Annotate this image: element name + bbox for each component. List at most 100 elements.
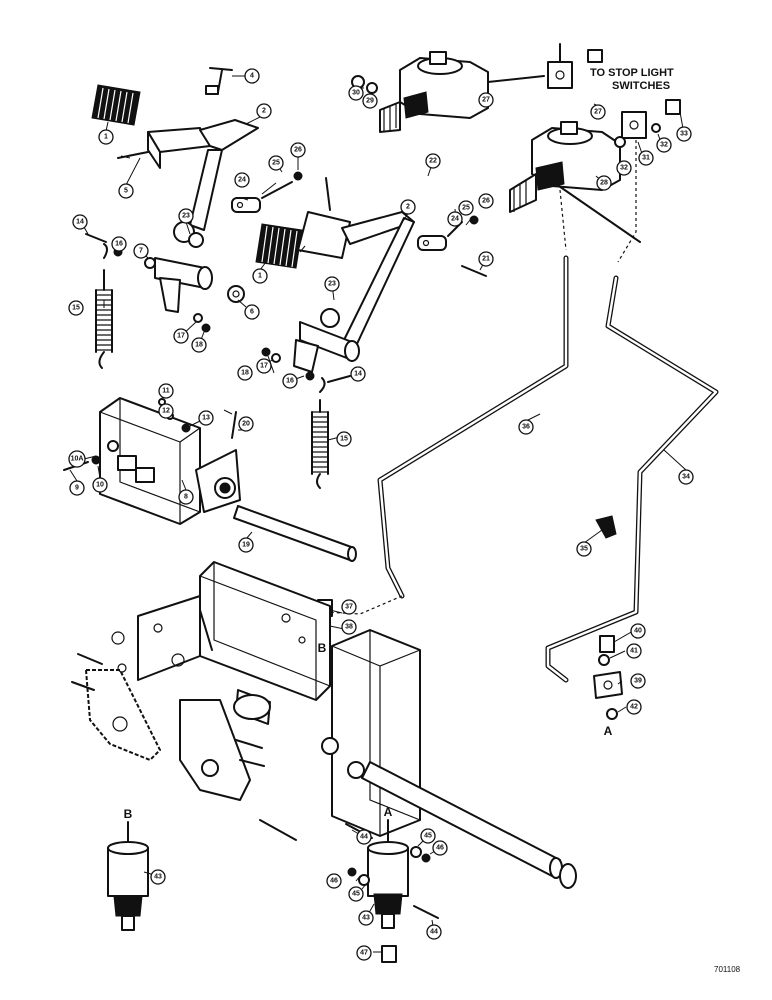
callout-1b: 1 xyxy=(252,268,268,284)
pedal-pad-left xyxy=(91,84,141,126)
svg-text:8: 8 xyxy=(184,494,188,501)
callout-11: 11 xyxy=(158,383,174,399)
svg-text:47: 47 xyxy=(360,950,368,957)
nut-16-right xyxy=(305,371,315,381)
callout-2b: 2 xyxy=(400,199,416,215)
pedal-arm-right xyxy=(293,211,415,373)
brake-cross-shaft xyxy=(361,761,577,889)
callout-17b: 17 xyxy=(256,358,272,374)
brake-line-34 xyxy=(545,275,719,683)
callout-21: 21 xyxy=(478,251,494,267)
svg-text:1: 1 xyxy=(258,273,262,280)
svg-text:1: 1 xyxy=(104,134,108,141)
ref-letter-b-lower: B xyxy=(124,807,133,821)
svg-text:23: 23 xyxy=(328,281,336,288)
callout-29: 29 xyxy=(362,93,378,109)
svg-text:35: 35 xyxy=(580,546,588,553)
callout-5: 5 xyxy=(118,183,134,199)
callout-45a: 45 xyxy=(420,828,436,844)
svg-text:16: 16 xyxy=(286,378,294,385)
push-rod-yoke-left xyxy=(231,171,303,213)
callout-42: 42 xyxy=(626,699,642,715)
callout-46a: 46 xyxy=(432,840,448,856)
ref-letter-a-lower: A xyxy=(384,805,393,819)
washer-6 xyxy=(227,285,245,303)
svg-text:30: 30 xyxy=(352,90,360,97)
svg-text:32: 32 xyxy=(660,142,668,149)
svg-text:12: 12 xyxy=(162,408,170,415)
svg-text:21: 21 xyxy=(482,256,490,263)
callout-24a: 24 xyxy=(234,172,250,188)
svg-text:26: 26 xyxy=(294,147,302,154)
svg-text:42: 42 xyxy=(630,704,638,711)
pedal-support-bracket xyxy=(63,397,241,525)
bolt-7 xyxy=(144,257,156,269)
svg-text:22: 22 xyxy=(429,158,437,165)
svg-text:45: 45 xyxy=(424,833,432,840)
callout-15b: 15 xyxy=(336,431,352,447)
svg-text:5: 5 xyxy=(124,188,128,195)
callout-43a: 43 xyxy=(150,869,166,885)
callout-33: 33 xyxy=(676,126,692,142)
callout-45b: 45 xyxy=(348,886,364,902)
callout-6: 6 xyxy=(244,304,260,320)
callout-20: 20 xyxy=(238,416,254,432)
svg-text:14: 14 xyxy=(76,219,84,226)
svg-text:2: 2 xyxy=(406,204,410,211)
callout-14b: 14 xyxy=(350,366,366,382)
callout-10: 10 xyxy=(92,477,108,493)
nut-13 xyxy=(181,423,191,433)
svg-text:18: 18 xyxy=(195,342,203,349)
callout-46b: 46 xyxy=(326,873,342,889)
pedal-pad-right xyxy=(255,223,303,269)
svg-text:27: 27 xyxy=(594,109,602,116)
washer-45-left xyxy=(358,874,370,886)
callout-23b: 23 xyxy=(324,276,340,292)
callout-41: 41 xyxy=(626,643,642,659)
callout-bubbles: 1 1 2 2 4 5 6 7 8 9 10 10A 11 12 13 14 1… xyxy=(68,68,694,961)
svg-text:15: 15 xyxy=(72,305,80,312)
svg-text:26: 26 xyxy=(482,198,490,205)
svg-text:20: 20 xyxy=(242,421,250,428)
master-cylinder-lower xyxy=(509,121,641,243)
svg-text:37: 37 xyxy=(345,604,353,611)
callout-22: 22 xyxy=(425,153,441,169)
svg-text:34: 34 xyxy=(682,474,690,481)
svg-text:39: 39 xyxy=(634,678,642,685)
clevis-pin-4 xyxy=(205,67,233,95)
bolt-14-left xyxy=(85,233,107,243)
svg-text:33: 33 xyxy=(680,131,688,138)
svg-text:45: 45 xyxy=(352,891,360,898)
stop-light-note-line1: TO STOP LIGHT xyxy=(590,67,674,79)
svg-text:31: 31 xyxy=(642,155,650,162)
svg-text:19: 19 xyxy=(242,542,250,549)
callout-16b: 16 xyxy=(282,373,298,389)
callout-15a: 15 xyxy=(68,300,84,316)
callout-13: 13 xyxy=(198,410,214,426)
callout-34: 34 xyxy=(678,469,694,485)
callout-30: 30 xyxy=(348,85,364,101)
callout-31: 31 xyxy=(638,150,654,166)
bolt-44-lower xyxy=(413,905,439,919)
svg-text:23: 23 xyxy=(182,213,190,220)
callout-37: 37 xyxy=(341,599,357,615)
svg-text:17: 17 xyxy=(177,333,185,340)
callout-32a: 32 xyxy=(616,160,632,176)
drawing-code: 701108 xyxy=(714,965,741,974)
callout-2a: 2 xyxy=(256,103,272,119)
callout-40: 40 xyxy=(630,623,646,639)
brake-lever-arms xyxy=(71,609,297,841)
svg-text:25: 25 xyxy=(462,205,470,212)
svg-text:40: 40 xyxy=(634,628,642,635)
callout-28: 28 xyxy=(596,175,612,191)
callout-47: 47 xyxy=(356,945,372,961)
callout-8: 8 xyxy=(178,489,194,505)
callout-35: 35 xyxy=(576,541,592,557)
svg-text:6: 6 xyxy=(250,309,254,316)
svg-text:16: 16 xyxy=(115,241,123,248)
washer-45-right xyxy=(410,846,422,858)
svg-text:18: 18 xyxy=(241,370,249,377)
cotter-pin-22 xyxy=(325,177,331,211)
callout-44a: 44 xyxy=(356,829,372,845)
callout-26b: 26 xyxy=(478,193,494,209)
